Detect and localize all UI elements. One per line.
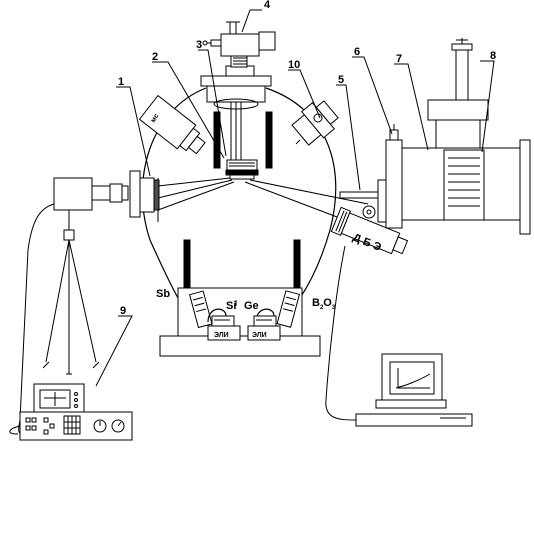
label-si: Si (226, 300, 236, 312)
computer (355, 353, 473, 427)
label-b2o3: B2O3 (312, 297, 336, 311)
leader-lines (95, 9, 495, 387)
callout-labels: 1 2 3 4 5 6 7 8 9 10 (118, 0, 496, 317)
eli-right-label: ЭЛИ (252, 332, 267, 339)
callout-9: 9 (120, 305, 126, 317)
control-unit-9 (9, 383, 133, 441)
top-flange (200, 54, 272, 103)
label-b: B (312, 297, 320, 309)
mass-spectrometer-flange (138, 94, 206, 155)
callout-7: 7 (396, 53, 402, 65)
flange-10 (291, 100, 339, 146)
callout-1: 1 (118, 76, 124, 88)
label-sb: Sb (156, 288, 170, 300)
eli-left-label: ЭЛИ (214, 332, 229, 339)
callout-8: 8 (490, 50, 496, 62)
callout-5: 5 (338, 74, 344, 86)
material-labels: Sb Si Ge B2O3 ЭЛИ ЭЛИ (156, 288, 336, 339)
camera-on-tripod (18, 177, 129, 435)
label-o-sub: 3 (332, 305, 336, 311)
callout-10: 10 (288, 59, 300, 71)
label-ge: Ge (244, 300, 259, 312)
callout-4: 4 (264, 0, 271, 11)
optical-window-1 (129, 170, 160, 218)
substrate-holder-2 (225, 159, 259, 180)
label-b-sub: 2 (320, 305, 324, 311)
callout-2: 2 (152, 51, 158, 63)
ms-label: мс (150, 113, 161, 124)
label-o: O (323, 297, 332, 309)
sample-manipulator-4 (202, 21, 276, 57)
optical-beams (157, 177, 369, 221)
load-lock-chamber (385, 38, 531, 235)
dbe-detector (325, 206, 409, 421)
effusion-cells (159, 239, 321, 357)
callout-3: 3 (196, 39, 202, 51)
callout-6: 6 (354, 46, 360, 58)
